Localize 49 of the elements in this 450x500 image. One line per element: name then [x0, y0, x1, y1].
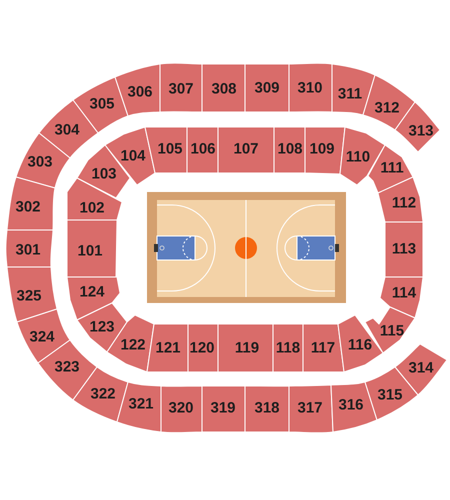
section-number: 118: [276, 340, 300, 356]
section-number: 321: [128, 396, 154, 412]
section-number: 104: [120, 148, 146, 164]
section-number: 304: [54, 122, 80, 138]
section-number: 124: [79, 284, 105, 300]
section-number: 325: [16, 288, 42, 304]
section-number: 309: [254, 80, 280, 96]
section-number: 310: [297, 80, 323, 96]
section-number: 312: [374, 100, 400, 116]
section-number: 316: [338, 398, 364, 412]
section-number: 319: [210, 400, 236, 416]
section-number: 105: [157, 142, 183, 156]
section-number: 110: [346, 150, 370, 164]
section-number: 305: [89, 96, 115, 112]
section-number: 108: [277, 142, 303, 156]
section-number: 106: [190, 142, 216, 156]
section-number: 109: [309, 142, 335, 156]
section-number: 114: [392, 286, 416, 300]
section-number: 323: [54, 360, 80, 374]
section-number: 308: [211, 82, 237, 96]
section-number: 313: [408, 124, 434, 138]
section-number: 318: [254, 400, 280, 416]
section-number: 117: [310, 340, 336, 356]
section-number: 314: [408, 360, 434, 376]
section-number: 112: [392, 196, 416, 210]
section-number: 111: [380, 160, 404, 176]
section-number: 317: [297, 400, 323, 416]
section-number: 101: [77, 244, 103, 258]
section-number: 306: [127, 84, 153, 100]
section-number: 303: [27, 154, 53, 170]
section-number: 115: [380, 324, 404, 338]
section-number: 103: [91, 166, 117, 182]
section-number: 102: [79, 200, 105, 216]
section-number: 311: [338, 86, 362, 102]
section-number: 119: [234, 340, 260, 356]
section-number: 120: [189, 340, 215, 356]
section-number: 307: [168, 82, 194, 96]
section-number: 320: [168, 400, 194, 416]
section-number: 315: [377, 388, 403, 402]
section-number: 107: [233, 142, 259, 156]
section-number: 113: [392, 242, 416, 256]
section-number: 123: [89, 320, 115, 334]
section-number: 301: [15, 242, 41, 258]
section-number: 121: [155, 340, 181, 356]
section-number: 116: [348, 338, 372, 352]
section-number: 322: [90, 386, 116, 402]
section-number: 324: [29, 330, 55, 344]
section-number: 122: [120, 338, 146, 352]
section-number: 302: [15, 200, 41, 214]
